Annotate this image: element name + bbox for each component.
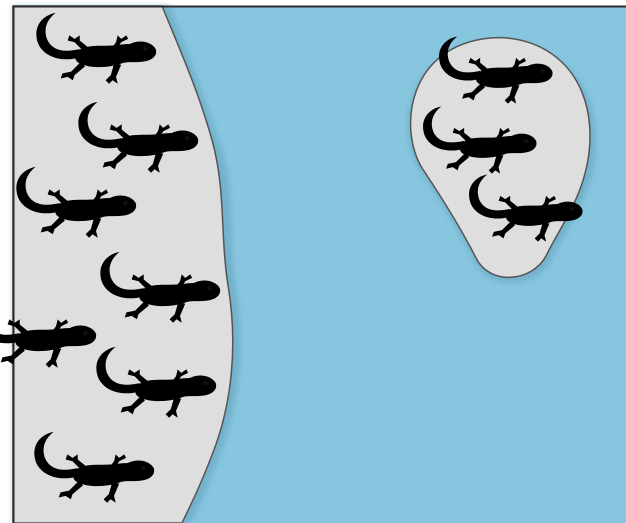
speciation-figure: [0, 0, 626, 523]
